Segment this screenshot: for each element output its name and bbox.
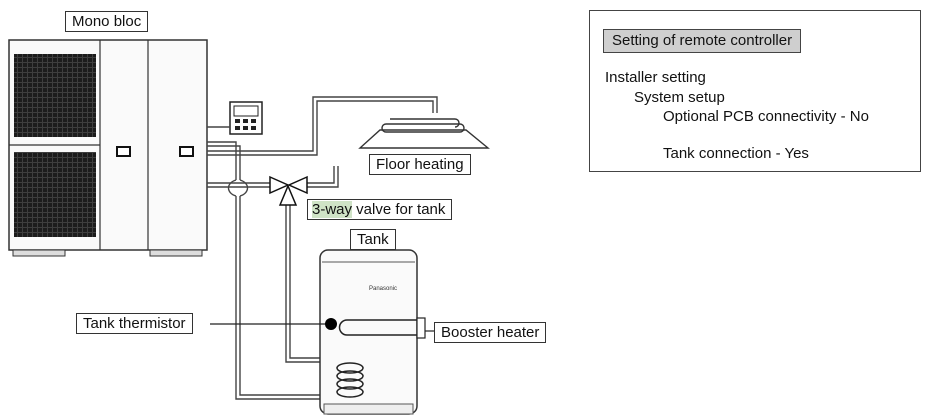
floor-heating-label: Floor heating [369, 154, 471, 175]
installer-setting-text: Installer setting [605, 69, 706, 86]
mono-bloc-label: Mono bloc [65, 11, 149, 32]
fan-grille-top [14, 54, 96, 137]
tank: Panasonic [319, 249, 426, 415]
mono-bloc-unit [8, 39, 208, 257]
tank-coil [336, 362, 364, 398]
tank-thermistor-label: Tank thermistor [76, 313, 193, 334]
door-handle-right [179, 146, 194, 157]
optional-pcb-text: Optional PCB connectivity - No [663, 108, 869, 125]
booster-heater-label: Booster heater [434, 322, 547, 343]
tank-connection-text: Tank connection - Yes [663, 145, 809, 162]
floor-heating-unit [358, 118, 490, 149]
thermistor-sensor [325, 318, 337, 330]
tank-brand-logo: Panasonic [369, 286, 397, 292]
system-setup-text: System setup [634, 89, 725, 106]
valve-label-rest: valve for tank [352, 201, 446, 218]
remote-controller-settings-panel: Setting of remote controller Installer s… [589, 10, 921, 172]
three-way-valve-label: 3-way valve for tank [307, 199, 453, 220]
door-handle-left [116, 146, 131, 157]
valve-label-highlight: 3-way [312, 201, 353, 218]
settings-panel-header: Setting of remote controller [603, 29, 802, 53]
booster-heater-element [338, 319, 417, 336]
three-way-valve [269, 175, 308, 206]
remote-controller-icon [229, 101, 263, 135]
tank-label: Tank [350, 229, 396, 250]
fan-grille-bottom [14, 152, 96, 237]
